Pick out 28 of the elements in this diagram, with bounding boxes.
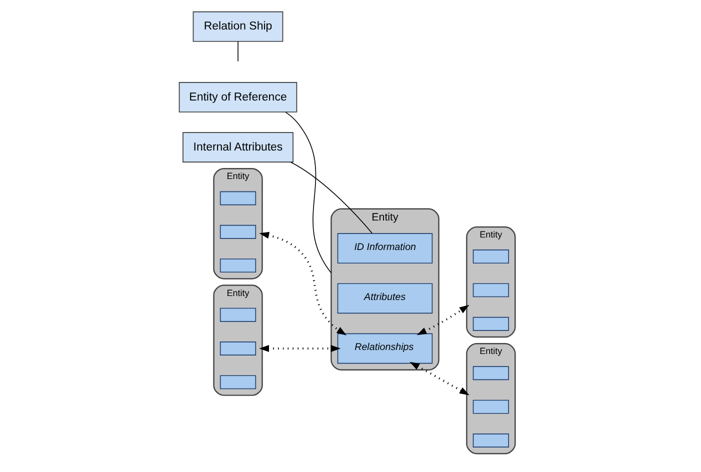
node-box <box>472 283 509 298</box>
node-box <box>472 400 509 414</box>
node-box: Entity of Reference <box>178 82 298 112</box>
arrow <box>416 304 470 336</box>
node-box: Relationships <box>337 333 433 364</box>
connector <box>285 112 332 274</box>
node-box <box>220 375 256 390</box>
node-box <box>472 250 509 264</box>
node-box <box>220 224 256 239</box>
node-box <box>220 191 256 206</box>
node-box: Attributes <box>337 283 433 314</box>
node-box <box>220 308 256 322</box>
connector <box>290 162 373 234</box>
arrow <box>410 362 470 396</box>
node-box <box>472 434 509 448</box>
node-box <box>220 342 256 356</box>
cluster: Entity <box>466 226 516 338</box>
node-box: ID Information <box>337 233 433 264</box>
arrow <box>259 345 341 352</box>
cluster: Entity <box>213 284 263 396</box>
node-box <box>472 366 509 380</box>
arrow <box>259 232 347 336</box>
cluster: Entity <box>466 342 516 454</box>
node-box: Internal Attributes <box>182 132 294 162</box>
node-box: Relation Ship <box>192 11 284 42</box>
node-box <box>220 258 256 273</box>
cluster: Entity <box>213 168 263 280</box>
node-box <box>472 316 509 331</box>
